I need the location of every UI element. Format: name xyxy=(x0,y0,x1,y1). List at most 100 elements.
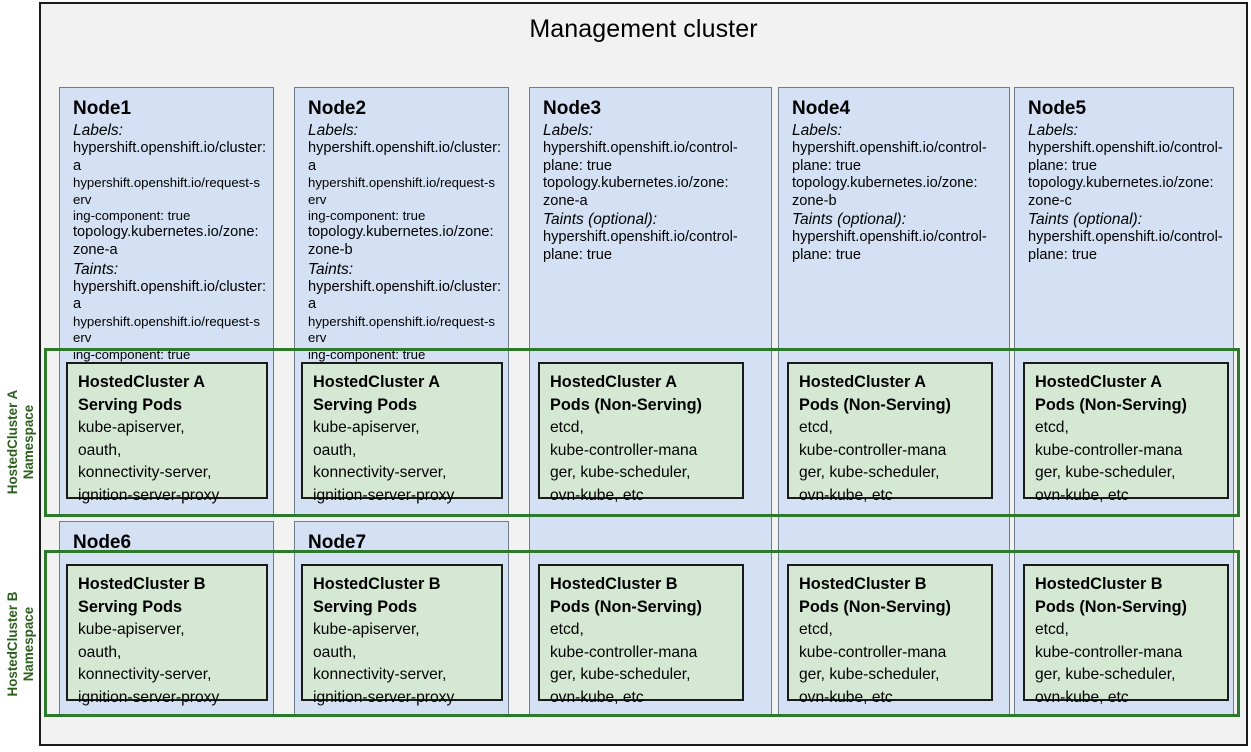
pod-title-line1: HostedCluster B xyxy=(550,575,678,593)
node-taint-line: hypershift.openshift.io/control- xyxy=(792,229,987,246)
pod-item: konnectivity-server, xyxy=(313,666,447,684)
node-label-line: zone-a xyxy=(73,242,118,258)
node-label-line: a xyxy=(308,157,317,174)
pod-title-line2: Pods (Non-Serving) xyxy=(799,396,951,414)
pod-title-line2: Pods (Non-Serving) xyxy=(550,598,702,616)
node-taint-line: hypershift.openshift.io/cluster: xyxy=(73,278,267,295)
pod-item: oauth, xyxy=(78,643,122,661)
pod-title-line1: HostedCluster B xyxy=(313,575,441,593)
namespace-label-hostedcluster-a: HostedCluster A Namespace xyxy=(5,389,36,495)
pod-title-line2: Serving Pods xyxy=(78,598,183,616)
pod-title-line1: HostedCluster B xyxy=(78,575,206,593)
node-taints-heading: Taints: xyxy=(308,260,354,278)
node-label-line: zone-a xyxy=(543,192,588,209)
pod-box-a-serving-node2: HostedCluster A Serving Pods kube-apiser… xyxy=(301,362,503,504)
pod-title-line1: HostedCluster A xyxy=(550,373,677,391)
pod-item: ger, kube-scheduler, xyxy=(550,464,691,482)
node-title: Node3 xyxy=(543,98,602,119)
node-title: Node5 xyxy=(1028,98,1087,119)
node-labels-heading: Labels: xyxy=(792,122,842,139)
node-label-line: topology.kubernetes.io/zone: xyxy=(543,175,729,192)
pod-item: ovn-kube, etc xyxy=(550,486,644,504)
node-label-line: topology.kubernetes.io/zone: xyxy=(73,224,259,241)
pod-item: kube-apiserver, xyxy=(313,621,420,638)
node-label-line: zone-b xyxy=(308,242,353,258)
node-label-line: ing-component: true xyxy=(308,208,426,223)
pod-box-b-serving-node7: HostedCluster B Serving Pods kube-apiser… xyxy=(301,564,503,706)
pod-item: ignition-server-proxy xyxy=(313,486,455,504)
node-label-line: zone-c xyxy=(1028,192,1072,209)
pod-item: etcd, xyxy=(550,419,584,436)
node-label-line: hypershift.openshift.io/cluster: xyxy=(308,140,502,156)
pod-item: ger, kube-scheduler, xyxy=(799,666,940,684)
node-label-line: topology.kubernetes.io/zone: xyxy=(1028,175,1214,192)
node-label-line: plane: true xyxy=(792,157,861,174)
pod-item: kube-apiserver, xyxy=(78,621,185,638)
pod-item: etcd, xyxy=(1035,419,1069,436)
node-label-line: hypershift.openshift.io/control- xyxy=(543,140,738,156)
pod-title-line2: Pods (Non-Serving) xyxy=(799,598,951,616)
pod-item: kube-controller-mana xyxy=(550,643,698,661)
pod-item: ovn-kube, etc xyxy=(550,688,644,706)
pod-item: ger, kube-scheduler, xyxy=(1035,666,1176,684)
node-title: Node7 xyxy=(308,532,367,553)
node-taints-heading: Taints (optional): xyxy=(792,211,907,229)
pod-title-line2: Pods (Non-Serving) xyxy=(1035,598,1187,616)
pod-item: ignition-server-proxy xyxy=(78,486,220,504)
pod-item: ger, kube-scheduler, xyxy=(799,464,940,482)
pod-title-line1: HostedCluster A xyxy=(1035,373,1162,391)
pod-title-line1: HostedCluster A xyxy=(78,373,205,391)
node-taint-line: plane: true xyxy=(1028,246,1097,263)
node-title: Node4 xyxy=(792,98,851,119)
pod-item: kube-controller-mana xyxy=(1035,441,1183,459)
pod-title-line1: HostedCluster A xyxy=(799,373,926,391)
node-label-line: plane: true xyxy=(543,157,612,174)
pod-item: etcd, xyxy=(1035,621,1069,638)
node-labels-heading: Labels: xyxy=(73,122,123,139)
pod-item: kube-apiserver, xyxy=(78,419,185,436)
node-taints-heading: Taints (optional): xyxy=(1028,211,1143,229)
pod-item: oauth, xyxy=(313,643,357,661)
node-taints-heading: Taints (optional): xyxy=(543,211,658,229)
pod-title-line2: Serving Pods xyxy=(313,598,418,616)
pod-item: oauth, xyxy=(313,441,357,459)
pod-item: ovn-kube, etc xyxy=(1035,486,1129,504)
pod-box-a-serving-node1: HostedCluster A Serving Pods kube-apiser… xyxy=(66,362,268,504)
pod-item: ovn-kube, etc xyxy=(799,688,893,706)
node-label-line: hypershift.openshift.io/request-serv xyxy=(73,175,260,207)
node-taint-line: hypershift.openshift.io/request-serv xyxy=(308,313,495,346)
node-labels-heading: Labels: xyxy=(308,122,358,139)
pod-item: konnectivity-server, xyxy=(313,464,447,482)
node-taint-line: plane: true xyxy=(792,246,861,263)
node-taint-line: a xyxy=(308,296,317,313)
node-labels-heading: Labels: xyxy=(1028,122,1078,139)
node-label-line: hypershift.openshift.io/control- xyxy=(792,140,987,156)
namespace-label-hostedcluster-b: HostedCluster B Namespace xyxy=(5,591,36,697)
namespace-band-hostedcluster-a xyxy=(44,348,1240,517)
pod-item: kube-apiserver, xyxy=(313,419,420,436)
pod-item: kube-controller-mana xyxy=(1035,643,1183,661)
namespace-band-hostedcluster-b xyxy=(44,550,1240,717)
pod-item: ignition-server-proxy xyxy=(313,688,455,706)
node-title: Node6 xyxy=(73,532,132,553)
pod-box-b-serving-node6: HostedCluster B Serving Pods kube-apiser… xyxy=(66,564,268,706)
node-label-line: ing-component: true xyxy=(73,208,191,223)
pod-item: ovn-kube, etc xyxy=(799,486,893,504)
pod-item: etcd, xyxy=(799,419,833,436)
node-taint-line: a xyxy=(73,296,82,313)
node-label-line: zone-b xyxy=(792,192,837,209)
node-taint-line: hypershift.openshift.io/control- xyxy=(543,229,738,246)
pod-box-b-nonserving-node5: HostedCluster B Pods (Non-Serving) etcd,… xyxy=(1023,564,1229,706)
node-taint-line: hypershift.openshift.io/cluster: xyxy=(308,278,502,295)
node-label-line: plane: true xyxy=(1028,157,1097,174)
node-title: Node2 xyxy=(308,98,367,119)
pod-item: ignition-server-proxy xyxy=(78,688,220,706)
node-labels-heading: Labels: xyxy=(543,122,593,139)
pod-item: kube-controller-mana xyxy=(799,643,947,661)
pod-item: konnectivity-server, xyxy=(78,666,212,684)
pod-title-line1: HostedCluster B xyxy=(799,575,927,593)
management-cluster-title: Management cluster xyxy=(529,15,758,43)
node-label-line: a xyxy=(73,157,82,174)
pod-item: oauth, xyxy=(78,441,122,459)
